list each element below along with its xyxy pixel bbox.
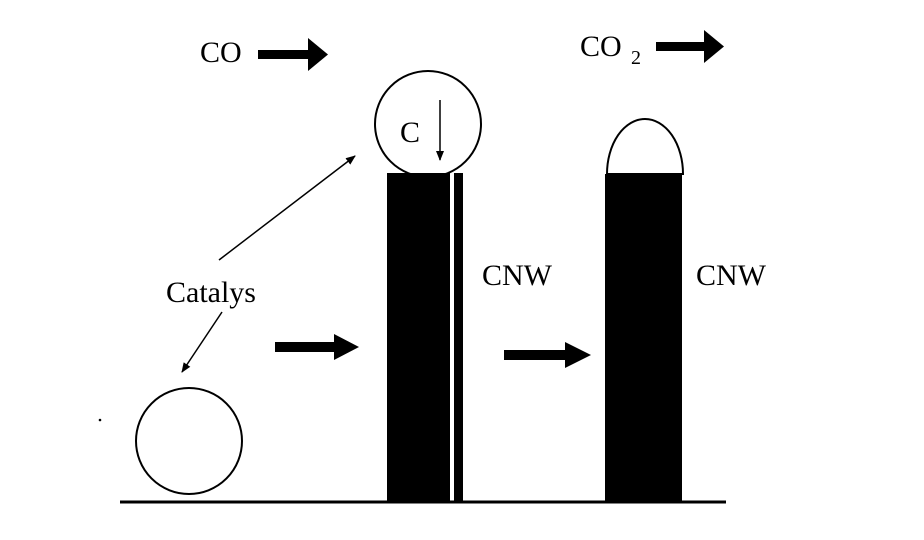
co2-label: CO 2 bbox=[580, 30, 641, 69]
process-arrow-1 bbox=[275, 334, 359, 360]
cnw-label-1: CNW bbox=[482, 259, 553, 292]
catalyst-droplet-growing bbox=[374, 70, 482, 178]
cnw-rod-final bbox=[605, 174, 682, 502]
co2-flow-arrow bbox=[656, 30, 724, 63]
svg-text:2: 2 bbox=[631, 47, 641, 69]
cnw-rod-right bbox=[454, 173, 463, 502]
co-label: CO bbox=[200, 36, 242, 69]
catalyst-particle bbox=[135, 387, 243, 495]
catalyst-pointer-arrow-up bbox=[218, 155, 356, 261]
carbon-label: C bbox=[400, 116, 420, 149]
catalyst-cap-final bbox=[605, 118, 685, 175]
cnw-label-2: CNW bbox=[696, 259, 767, 292]
cnw-rod-left bbox=[387, 173, 450, 502]
catalyst-pointer-arrow-down bbox=[181, 311, 223, 373]
stray-dot bbox=[98, 418, 102, 422]
svg-text:CO: CO bbox=[580, 30, 622, 63]
catalyst-label: Catalys bbox=[166, 276, 256, 309]
co-flow-arrow bbox=[258, 38, 328, 71]
process-arrow-2 bbox=[504, 342, 591, 368]
